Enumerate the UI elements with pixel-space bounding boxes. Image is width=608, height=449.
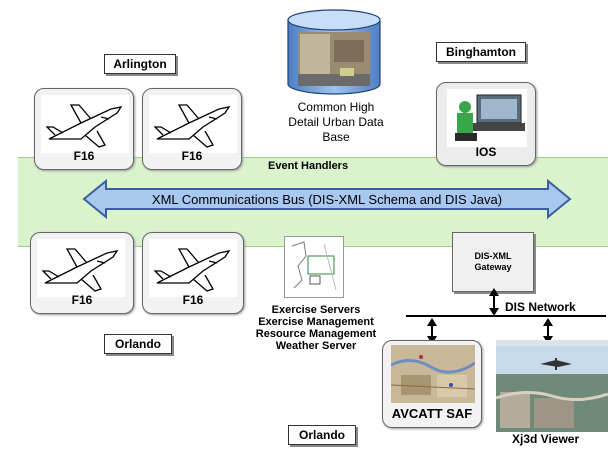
database-caption: Common High Detail Urban Data Base <box>266 100 406 145</box>
jet-icon <box>149 95 237 153</box>
f16-tile-top-right: F16 <box>142 88 242 170</box>
avcatt-saf-label: AVCATT SAF <box>391 406 473 421</box>
f16-tile-bottom-right: F16 <box>142 232 244 314</box>
f16-label: F16 <box>71 293 93 307</box>
dis-network-label: DIS Network <box>505 300 576 314</box>
map-icon <box>391 345 475 403</box>
site-label-binghamton: Binghamton <box>436 42 526 62</box>
f16-tile-top-left: F16 <box>34 88 134 170</box>
gateway-line2: Gateway <box>474 262 512 272</box>
dis-network-lines <box>406 288 606 344</box>
ios-tile: IOS <box>436 82 536 166</box>
servers-line1: Exercise Servers <box>271 304 361 316</box>
servers-line3: Resource Management <box>255 328 377 340</box>
avcatt-saf-tile: AVCATT SAF <box>382 340 482 428</box>
server-map-icon <box>284 236 344 298</box>
database-caption-line2: Detail Urban Data <box>288 115 384 129</box>
database-caption-line3: Base <box>322 130 350 144</box>
dis-xml-gateway-box: DIS-XML Gateway <box>452 232 534 292</box>
jet-icon <box>41 95 129 153</box>
f16-label: F16 <box>182 293 204 307</box>
f16-tile-bottom-left: F16 <box>30 232 134 314</box>
f16-label: F16 <box>73 149 95 163</box>
servers-line4: Weather Server <box>275 340 357 352</box>
xml-bus-arrow <box>82 178 572 220</box>
jet-icon <box>37 239 125 297</box>
jet-icon <box>149 239 237 297</box>
database-cylinder-icon <box>287 9 381 95</box>
database-caption-line1: Common High <box>297 100 375 114</box>
site-label-arlington: Arlington <box>104 54 176 74</box>
operator-station-icon <box>447 89 527 147</box>
xj3d-viewer-screenshot <box>496 340 608 432</box>
event-handlers-label: Event Handlers <box>268 160 349 172</box>
servers-line2: Exercise Management <box>258 316 374 328</box>
xml-bus-label: XML Communications Bus (DIS-XML Schema a… <box>151 192 503 207</box>
site-label-orlando-bottom: Orlando <box>288 425 356 445</box>
xj3d-viewer-label: Xj3d Viewer <box>512 432 580 446</box>
ios-label: IOS <box>475 145 497 159</box>
f16-label: F16 <box>181 149 203 163</box>
gateway-line1: DIS-XML <box>474 251 512 261</box>
exercise-servers-caption: Exercise Servers Exercise Management Res… <box>234 304 398 352</box>
site-label-orlando-left: Orlando <box>104 334 172 354</box>
